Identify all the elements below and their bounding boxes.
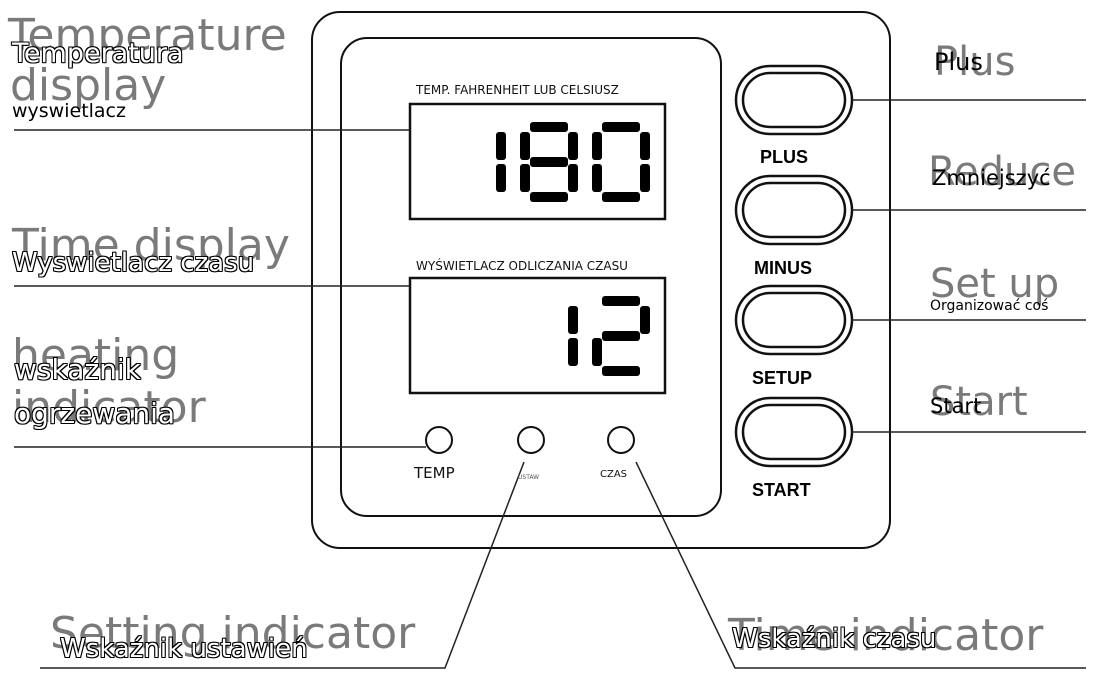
digit-segment	[520, 132, 530, 160]
temperature-display-caption: TEMP. FAHRENHEIT LUB CELSIUSZ	[416, 83, 619, 97]
setup-en: Set up	[930, 261, 1060, 307]
digit-segment	[602, 192, 640, 202]
reduce-en: Reduce	[928, 149, 1076, 195]
time-display-caption: WYŚWIETLACZ ODLICZANIA CZASU	[416, 259, 628, 273]
digit-segment	[496, 132, 506, 160]
time-indicator-label: CZAS	[600, 469, 628, 480]
time-display-en: Time display	[12, 220, 290, 271]
setting-indicator-led	[517, 426, 545, 454]
time-indicator-led	[607, 426, 635, 454]
digit-segment	[496, 164, 506, 192]
temperature-value-digits	[496, 122, 650, 202]
setup-button[interactable]	[734, 284, 854, 356]
digit-segment	[592, 164, 602, 192]
time-indicator-pl: Wskaźnik czasu	[732, 624, 937, 654]
digit-segment	[640, 306, 650, 334]
setting-indicator-pl: Wskaźnik ustawień	[60, 634, 308, 664]
minus-button[interactable]	[734, 174, 854, 246]
plus-button-label: PLUS	[760, 147, 809, 167]
digit-segment	[640, 132, 650, 160]
digit-segment	[602, 122, 640, 132]
digit-segment	[530, 157, 568, 167]
temperature-display-pl-line2: wyswietlacz	[12, 100, 126, 122]
digit-segment	[568, 164, 578, 192]
minus-button-label: MINUS	[754, 258, 812, 278]
heating-indicator-en-line1: heating	[12, 330, 180, 381]
digit-segment	[568, 306, 578, 334]
heating-indicator-pl-line1: wskaźnik	[14, 353, 141, 386]
plus-button[interactable]	[734, 64, 854, 136]
reduce-pl: Zmniejszyć	[932, 166, 1051, 190]
start-pl: Start	[930, 394, 982, 418]
time-indicator-en: Time indicator	[728, 610, 1044, 661]
setting-indicator-en: Setting indicator	[50, 608, 416, 659]
start-en: Start	[930, 379, 1028, 425]
heating-indicator-led	[425, 426, 453, 454]
time-value-digits	[568, 296, 650, 376]
temperature-display-pl-line1: Temperatura	[12, 38, 184, 69]
digit-segment	[530, 192, 568, 202]
setup-button-label: SETUP	[752, 368, 813, 388]
leader-lines	[14, 99, 1086, 669]
digit-segment	[568, 132, 578, 160]
setting-indicator-label: USTAW	[518, 474, 540, 481]
start-button-label: START	[752, 480, 811, 500]
start-button[interactable]	[734, 396, 854, 468]
heating-indicator-pl-line2: ogrzewania	[14, 397, 176, 430]
temperature-display-box	[408, 102, 667, 221]
temperature-display-en-line1: Temperature	[8, 10, 287, 61]
temp-indicator-label: TEMP	[414, 464, 455, 482]
digit-segment	[640, 164, 650, 192]
heating-indicator-en-line2: indicator	[12, 382, 206, 433]
digit-segment	[602, 366, 640, 376]
digit-segment	[592, 132, 602, 160]
digit-segment	[602, 331, 640, 341]
plus-pl: Plus	[934, 48, 983, 76]
temperature-display-en-line2: display	[10, 60, 167, 111]
digit-segment	[568, 338, 578, 366]
setup-pl: Organizować coś	[930, 298, 1049, 314]
digit-segment	[520, 164, 530, 192]
display-panel	[340, 37, 722, 517]
plus-en: Plus	[934, 39, 1016, 85]
digit-segment	[592, 338, 602, 366]
outer-frame	[311, 11, 891, 549]
time-display-pl: Wyswietlacz czasu	[12, 248, 255, 278]
digit-segment	[602, 296, 640, 306]
time-display-box	[408, 276, 667, 395]
digit-segment	[530, 122, 568, 132]
